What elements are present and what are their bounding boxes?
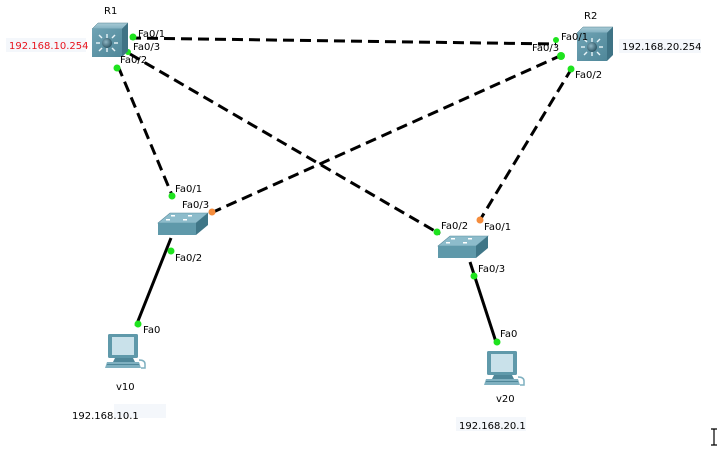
port-light-s1-fa02 [167,247,175,255]
pc-v10-name: v10 [116,382,135,393]
port-light-s2-fa02 [433,228,441,236]
port-label-r1-fa03: Fa0/3 [133,42,160,53]
port-light-r1-fa02 [113,64,121,72]
label-backgrounds [6,38,701,431]
port-light-pc1-fa0 [134,320,142,328]
r2-ip-label: 192.168.20.254 [622,42,702,53]
port-label-r2-fa01: Fa0/1 [561,32,588,43]
port-label-s2-fa03: Fa0/3 [478,264,505,275]
port-light-r2-fa03 [557,52,565,60]
pc-icon [105,334,146,369]
port-light-s2-fa03 [470,272,478,280]
device-pc-v10[interactable] [105,334,146,369]
port-label-r1-fa01: Fa0/1 [138,29,165,40]
link-r1-s1[interactable] [116,65,174,196]
pc-icon [484,351,525,386]
port-label-s2-fa01: Fa0/1 [484,222,511,233]
port-label-r2-fa03: Fa0/3 [532,43,559,54]
port-light-s2-fa01 [476,216,484,224]
pc-v20-name: v20 [496,394,515,405]
link-s1-pc1[interactable] [134,237,173,327]
links [116,36,574,343]
port-light-r2-fa02 [567,65,575,73]
link-r2-s1[interactable] [210,53,563,215]
port-label-r2-fa02: Fa0/2 [575,70,602,81]
multilayer-switch-icon [96,34,118,52]
link-r1-s2[interactable] [129,52,441,236]
port-label-pc1-fa0: Fa0 [143,325,160,336]
port-light-r2-fa01 [553,37,559,43]
port-label-s1-fa02: Fa0/2 [175,253,202,264]
text-cursor-icon [711,428,717,446]
port-label-pc2-fa0: Fa0 [500,329,517,340]
device-s2[interactable] [437,235,489,258]
device-s1[interactable] [157,212,209,235]
switch-arrows-icon [166,215,192,221]
port-indicators [113,33,575,346]
r2-name: R2 [584,11,597,22]
link-r1-r2[interactable] [129,36,557,46]
port-label-s1-fa01: Fa0/1 [175,184,202,195]
device-r2[interactable] [576,26,614,61]
port-light-s1-fa03 [208,208,216,216]
port-label-s2-fa02: Fa0/2 [441,221,468,232]
port-label-r1-fa02: Fa0/2 [120,55,147,66]
r1-ip-label: 192.168.10.254 [9,41,89,52]
r1-name: R1 [104,6,117,17]
device-r1[interactable] [91,22,129,57]
multilayer-switch-icon [581,38,603,56]
switch-arrows-icon [446,238,472,244]
pc-v10-ip-label: 192.168.10.1 [72,411,139,422]
device-pc-v20[interactable] [484,351,525,386]
port-light-r1-fa01 [129,33,137,41]
link-r2-s2[interactable] [478,67,574,221]
port-light-s1-fa01 [168,192,176,200]
port-label-s1-fa03: Fa0/3 [182,200,209,211]
port-light-pc2-fa0 [493,338,501,346]
pc-v20-ip-label: 192.168.20.1 [459,421,526,432]
